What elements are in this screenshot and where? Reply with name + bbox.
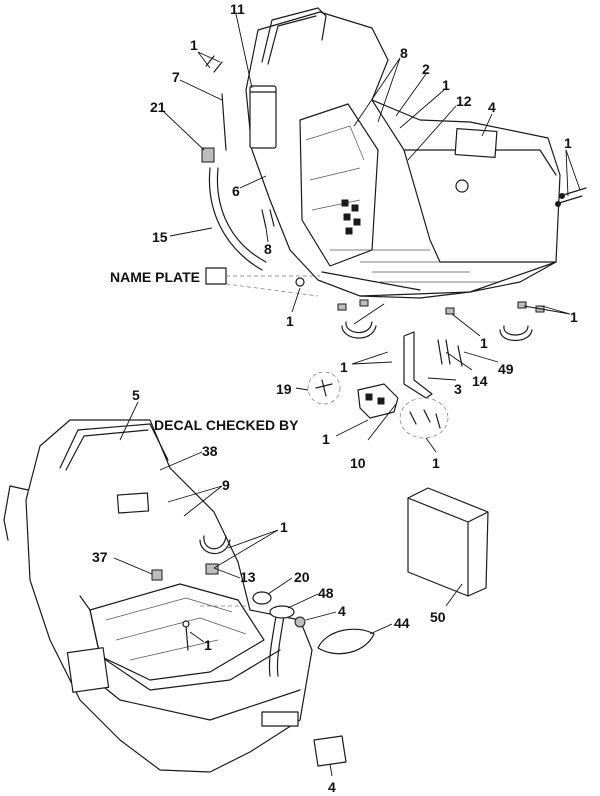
callout-4-mid: 4 (338, 603, 346, 619)
callout-1-left-mid: 1 (286, 313, 294, 329)
filter-20 (252, 591, 272, 605)
detail-bolts (399, 397, 449, 439)
callout-6: 6 (232, 183, 240, 199)
decal-checked-by-label: DECAL CHECKED BY (154, 417, 299, 433)
callout-1-bracket: 1 (340, 359, 348, 375)
decal-plate-bottom (313, 735, 347, 767)
callout-1-topright: 1 (442, 77, 450, 93)
control-decals (341, 199, 361, 235)
rod (221, 93, 227, 151)
callout-8-mid: 8 (264, 241, 272, 257)
hose-clamps (337, 299, 545, 342)
leader-lines (113, 13, 581, 777)
callout-49: 49 (498, 361, 514, 377)
callout-21: 21 (150, 99, 166, 115)
callout-48: 48 (318, 585, 334, 601)
callout-5: 5 (132, 387, 140, 403)
drain-hose (208, 167, 263, 271)
side-fork (3, 485, 29, 541)
bracket (403, 331, 433, 399)
name-plate-label: NAME PLATE (110, 269, 200, 285)
callout-9: 9 (222, 477, 230, 493)
callout-7: 7 (172, 69, 180, 85)
callout-10: 10 (350, 455, 366, 471)
callout-1-lower-clamp: 1 (280, 519, 288, 535)
callout-4-top: 4 (488, 99, 496, 115)
callout-14: 14 (472, 373, 488, 389)
tank-handle (261, 7, 327, 63)
callout-2: 2 (422, 61, 430, 77)
filter-pad-50 (407, 487, 489, 597)
callout-37: 37 (92, 549, 108, 565)
hose-fitting (201, 147, 215, 163)
callout-8-top: 8 (400, 45, 408, 61)
callout-13: 13 (240, 569, 256, 585)
fill-hose (268, 615, 277, 677)
recovery-tank-assembly (201, 7, 587, 439)
callout-3: 3 (454, 381, 462, 397)
solution-tank-assembly (3, 419, 489, 773)
detail-19 (307, 371, 341, 405)
callout-labels: 11 1 7 21 8 2 1 12 4 1 6 8 15 NAME PLATE… (92, 1, 578, 795)
callout-19: 19 (276, 381, 292, 397)
callout-20: 20 (294, 569, 310, 585)
callout-15: 15 (152, 229, 168, 245)
name-plate-part (205, 267, 227, 285)
callout-38: 38 (202, 443, 218, 459)
callout-1-right: 1 (564, 135, 572, 151)
lower-handle (59, 423, 169, 469)
front-decal-slot (261, 711, 299, 727)
tank-basin (89, 583, 265, 681)
callout-11: 11 (230, 1, 245, 17)
callout-1-top: 1 (190, 37, 198, 53)
lens-44 (317, 628, 375, 655)
callout-1-dashed: 1 (432, 455, 440, 471)
callout-44: 44 (394, 615, 410, 631)
callout-1-clamp-mid: 1 (480, 335, 488, 351)
callout-1-block: 1 (322, 431, 330, 447)
callout-12: 12 (456, 93, 472, 109)
callout-1-clamp-right: 1 (570, 309, 578, 325)
electrical-box (249, 85, 277, 149)
callout-4-bottom: 4 (328, 779, 336, 795)
callout-1-bottom: 1 (204, 637, 212, 653)
decal-plate-top (454, 128, 498, 158)
tank-inner-panel (299, 103, 379, 267)
tank-back-wall (371, 99, 557, 263)
recovery-tank-shell (245, 11, 561, 299)
callout-50: 50 (430, 609, 446, 625)
